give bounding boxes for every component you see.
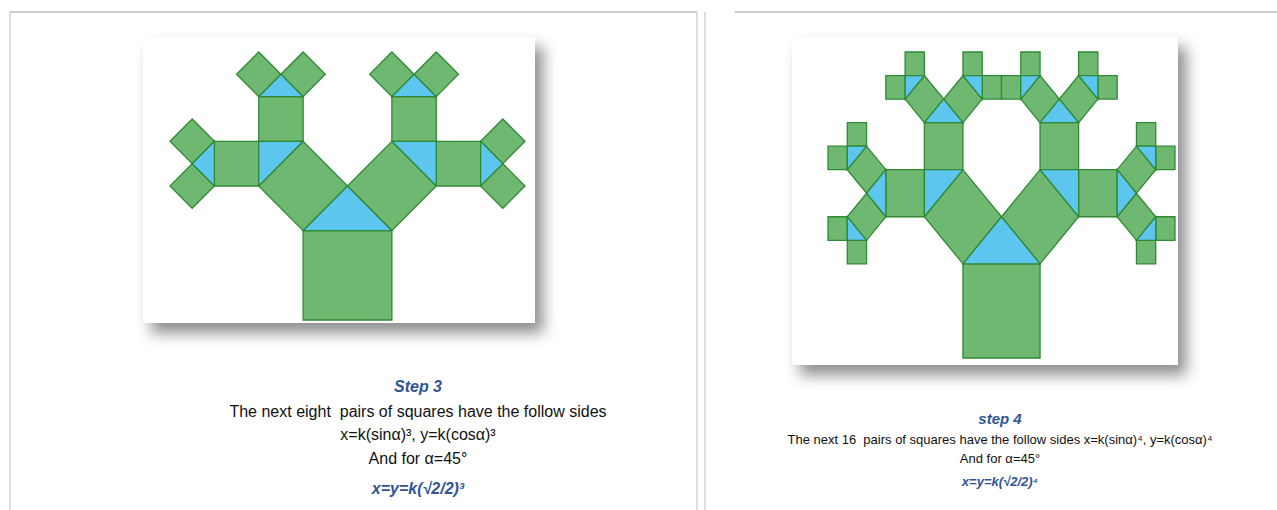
tree-square — [1136, 240, 1155, 264]
page-border — [735, 12, 1277, 13]
page-border — [10, 12, 697, 13]
tree-triangle — [1136, 146, 1155, 170]
tree-square — [1136, 123, 1155, 147]
tree-square — [982, 76, 1001, 100]
tree-square — [1156, 146, 1175, 170]
tree-triangle — [192, 141, 214, 186]
caption-text: And for α=45° — [118, 449, 718, 468]
tree-square — [392, 97, 436, 142]
tree-square — [963, 264, 1040, 358]
page-border — [10, 12, 11, 510]
tree-square — [1040, 123, 1079, 170]
page-border — [705, 12, 706, 510]
page-border — [697, 12, 698, 510]
tree-square — [1079, 52, 1098, 76]
tree-triangle — [905, 76, 924, 100]
tree-square — [1156, 217, 1175, 241]
caption-text: Step 3 — [118, 377, 718, 396]
tree-triangle — [259, 141, 303, 186]
tree-square — [214, 141, 258, 186]
tree-square — [828, 217, 847, 241]
tree-square — [1079, 170, 1118, 217]
tree-triangle — [924, 99, 963, 123]
caption-text: The next eight pairs of squares have the… — [118, 402, 718, 421]
pythagoras-tree — [170, 52, 525, 320]
tree-triangle — [1079, 76, 1098, 100]
caption-text: The next 16 pairs of squares have the fo… — [720, 432, 1277, 448]
tree-triangle — [963, 76, 982, 100]
tree-triangle — [1040, 170, 1079, 217]
pythagoras-tree — [828, 52, 1175, 358]
tree-triangle — [1117, 170, 1136, 217]
tree-triangle — [867, 170, 886, 217]
caption-text: x=y=k(√2/2)⁴ — [720, 474, 1277, 490]
tree-square — [924, 123, 963, 170]
tree-square — [847, 240, 866, 264]
tree-square — [1098, 76, 1117, 100]
tree-triangle — [847, 146, 866, 170]
tree-square — [1002, 76, 1021, 100]
tree-square — [905, 52, 924, 76]
tree-triangle — [481, 141, 503, 186]
tree-triangle — [303, 186, 392, 231]
tree-square — [436, 141, 480, 186]
caption-text: x=y=k(√2/2)³ — [118, 479, 718, 498]
caption-text: x=k(sinα)³, y=k(cosα)³ — [118, 425, 718, 444]
caption-text: step 4 — [720, 410, 1277, 428]
caption-text: And for α=45° — [720, 451, 1277, 467]
tree-triangle — [392, 74, 436, 96]
tree-triangle — [963, 217, 1040, 264]
tree-triangle — [392, 141, 436, 186]
tree-triangle — [924, 170, 963, 217]
tree-square — [886, 76, 905, 100]
tree-square — [963, 52, 982, 76]
tree-square — [259, 97, 303, 142]
tree-square — [303, 231, 392, 320]
tree-triangle — [1021, 76, 1040, 100]
tree-triangle — [1136, 217, 1155, 241]
tree-square — [847, 123, 866, 147]
tree-square — [828, 146, 847, 170]
tree-square — [886, 170, 925, 217]
tree-triangle — [259, 74, 303, 96]
tree-square — [1021, 52, 1040, 76]
tree-triangle — [1040, 99, 1079, 123]
tree-triangle — [847, 217, 866, 241]
